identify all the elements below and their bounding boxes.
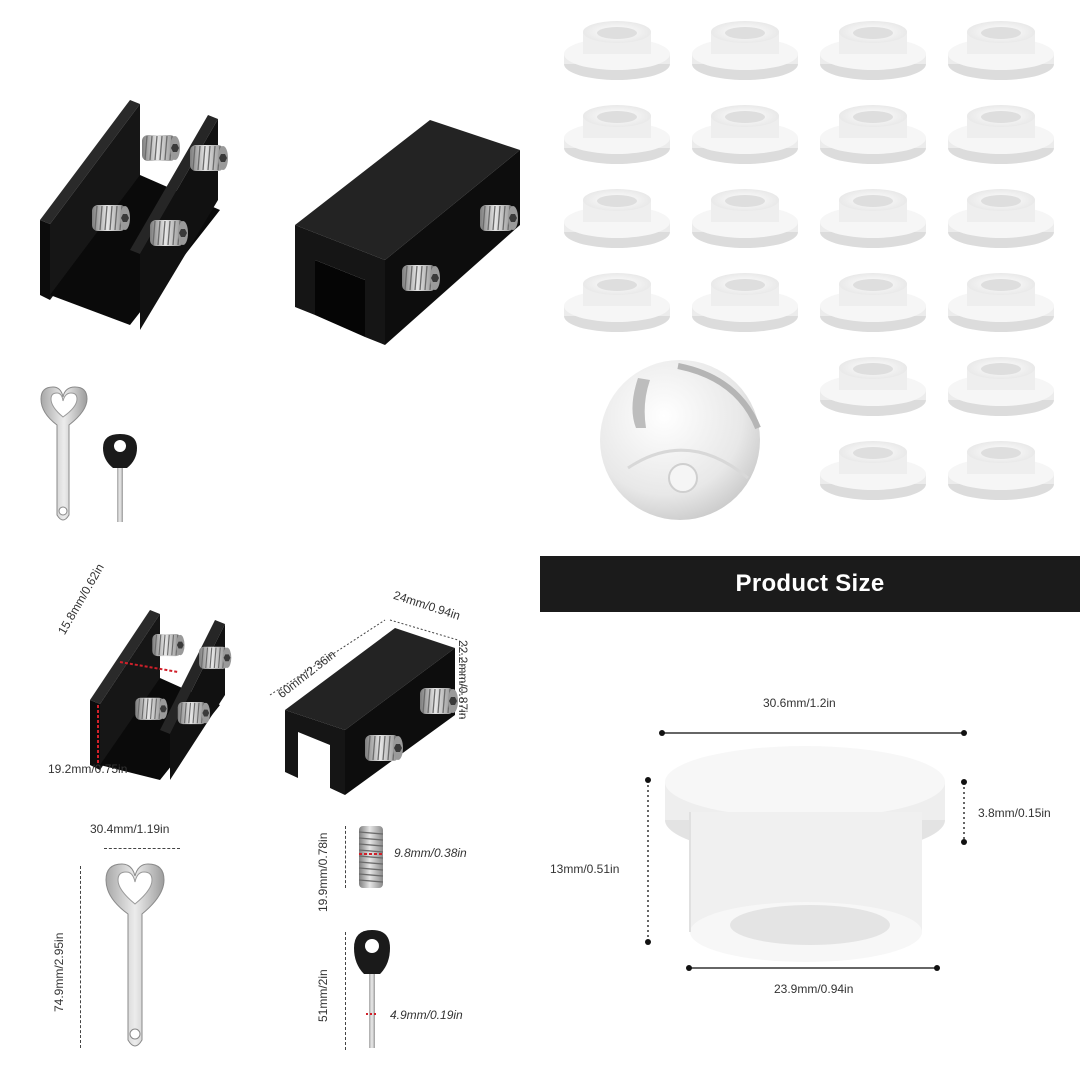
dim-wrench-length: 74.9mm/2.95in [52,932,66,1012]
product-size-banner: Product Size [540,556,1080,612]
dim-key-diameter: 4.9mm/0.19in [390,1008,463,1022]
dim-key-length: 51mm/2in [316,969,330,1022]
washer-large-drawing [660,742,960,962]
wrench-width-line [104,848,180,849]
key-photo [95,430,145,525]
u-bracket-closed-dimension-drawing [269,600,485,800]
dim-washer-bottom-width: 23.9mm/0.94in [774,982,854,996]
u-bracket-open-dimension-drawing [80,600,250,780]
key-length-line [345,932,346,1050]
dim-screw-diameter: 9.8mm/0.38in [394,846,467,860]
dim-washer-flange: 3.8mm/0.15in [978,806,1051,820]
washer-flange-line [960,779,968,845]
dim-screw-length: 19.9mm/0.78in [316,832,330,912]
dim-bracket-width: 19.2mm/0.75in [48,762,128,776]
dim-washer-top-width: 30.6mm/1.2in [763,696,836,710]
dim-wrench-width: 30.4mm/1.19in [90,822,170,836]
washer-bottom-width-line [686,964,940,972]
u-bracket-closed-photo [290,115,530,345]
screw-length-line [345,826,346,888]
wrench-dimension-drawing [100,862,170,1052]
washer-top-width-line [659,729,967,737]
usage-circle-photo [598,358,763,523]
dim-washer-height: 13mm/0.51in [550,862,620,876]
set-screw-drawing [357,826,385,890]
banner-title: Product Size [735,570,885,597]
washer-height-line [644,777,652,945]
dim-bracket-side: 22.2mm/0.87in [456,640,470,720]
u-bracket-open-photo [30,90,240,330]
wrench-photo [35,385,95,525]
key-dimension-drawing [352,928,392,1050]
wrench-length-line [80,866,81,1048]
